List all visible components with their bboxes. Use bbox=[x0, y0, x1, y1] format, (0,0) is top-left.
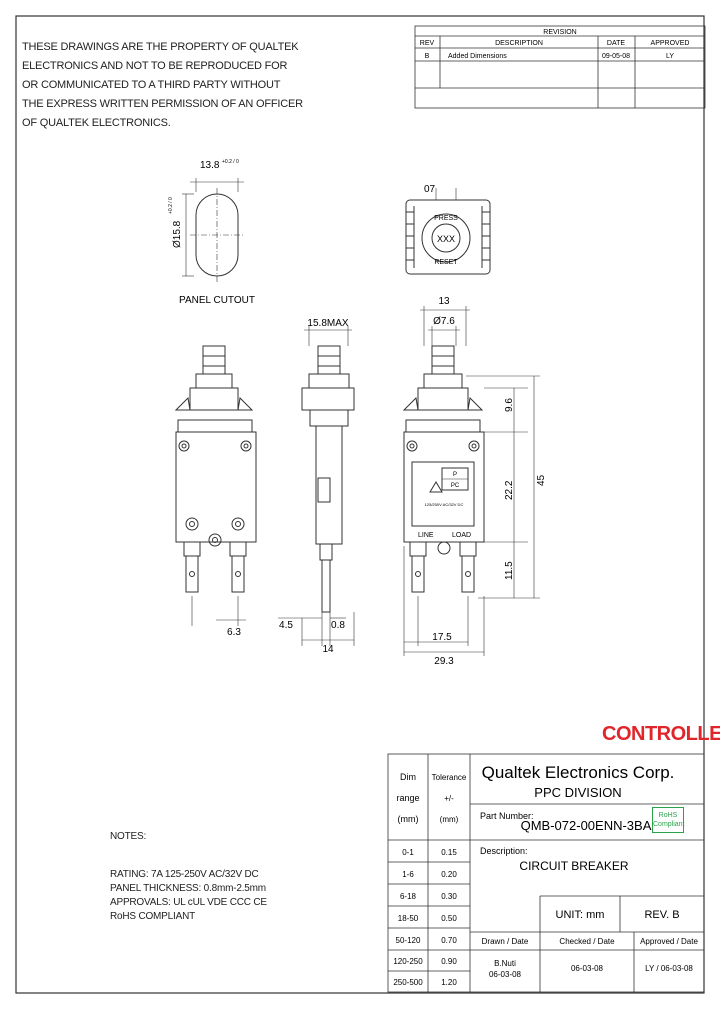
sheet-border bbox=[15, 15, 705, 994]
note-item: PANEL THICKNESS: 0.8mm-2.5mm bbox=[110, 883, 266, 894]
max-width: 15.8MAX bbox=[307, 318, 348, 329]
company-name: Qualtek Electronics Corp. bbox=[482, 763, 675, 782]
panel-cutout-label: PANEL CUTOUT bbox=[179, 295, 255, 306]
label-rating: 125/250V AC/32V DC bbox=[425, 502, 464, 507]
tolerance-table: 0-1 0.15 1-6 0.20 6-18 0.30 18-50 0.50 5… bbox=[393, 848, 457, 987]
button-text-bottom: RESET bbox=[434, 259, 458, 266]
tol-range: 0-1 bbox=[402, 848, 414, 857]
revision-table bbox=[414, 25, 706, 109]
tol-value: 1.20 bbox=[441, 978, 457, 987]
dim-9-6: 9.6 bbox=[504, 398, 515, 412]
tol-value: 0.70 bbox=[441, 936, 457, 945]
description-value: CIRCUIT BREAKER bbox=[519, 859, 628, 873]
dim-header-line: range bbox=[396, 793, 419, 803]
division-name: PPC DIVISION bbox=[534, 785, 621, 800]
dim-14: 14 bbox=[322, 644, 334, 655]
label-load: LOAD bbox=[452, 532, 471, 539]
note-item: RoHS COMPLIANT bbox=[110, 911, 195, 922]
tol-value: 0.90 bbox=[441, 957, 457, 966]
tol-header-line: (mm) bbox=[440, 815, 459, 824]
description-header: DESCRIPTION bbox=[495, 40, 543, 47]
notice-line: THESE DRAWINGS ARE THE PROPERTY OF QUALT… bbox=[22, 41, 299, 53]
tol-range: 18-50 bbox=[398, 914, 419, 923]
dim-4-5: 4.5 bbox=[279, 620, 293, 631]
labeled-view bbox=[402, 306, 540, 656]
cutout-width-tol: +0.2 / 0 bbox=[222, 159, 239, 165]
rohs-line: Compliant bbox=[653, 821, 685, 828]
cutout-height: Ø15.8 bbox=[172, 220, 183, 248]
tol-value: 0.30 bbox=[441, 892, 457, 901]
dim-6-3: 6.3 bbox=[227, 627, 241, 638]
notes-block: NOTES: RATING: 7A 125-250V AC/32V DC PAN… bbox=[110, 830, 267, 924]
title-block bbox=[387, 753, 705, 993]
tol-value: 0.20 bbox=[441, 870, 457, 879]
cutout-height-tol: +0.2 / 0 bbox=[168, 197, 174, 214]
tol-range: 250-500 bbox=[393, 978, 423, 987]
dim-29-3: 29.3 bbox=[434, 656, 454, 667]
cutout-width: 13.8 bbox=[200, 160, 220, 171]
approved-label: Approved / Date bbox=[640, 937, 698, 946]
drawn-date: 06-03-08 bbox=[489, 970, 522, 979]
tol-range: 120-250 bbox=[393, 957, 423, 966]
dim-header-line: Dim bbox=[400, 772, 416, 782]
approved-value: LY / 06-03-08 bbox=[645, 964, 693, 973]
dim-11-5: 11.5 bbox=[504, 561, 515, 580]
label-line: LINE bbox=[418, 532, 434, 539]
description-cell: Added Dimensions bbox=[448, 53, 507, 60]
description-label: Description: bbox=[480, 846, 528, 856]
label-p2: PC bbox=[451, 483, 460, 489]
tol-range: 1-6 bbox=[402, 870, 414, 879]
dim-45: 45 bbox=[536, 474, 547, 486]
tol-value: 0.50 bbox=[441, 914, 457, 923]
dim-header-line: (mm) bbox=[398, 814, 419, 824]
checked-date: 06-03-08 bbox=[571, 964, 604, 973]
rohs-badge: RoHS Compliant bbox=[652, 807, 685, 833]
button-text-mid: XXX bbox=[437, 234, 455, 244]
tol-header-line: +/- bbox=[444, 794, 454, 803]
tol-range: 6-18 bbox=[400, 892, 417, 901]
part-number-label: Part Number: bbox=[480, 811, 534, 821]
controlled-stamp: CONTROLLED bbox=[602, 723, 720, 745]
front-view bbox=[174, 345, 257, 626]
approved-cell: LY bbox=[666, 53, 674, 60]
rev-cell: B bbox=[425, 53, 430, 60]
dim-17-5: 17.5 bbox=[432, 632, 452, 643]
note-item: RATING: 7A 125-250V AC/32V DC bbox=[110, 869, 259, 880]
note-item: APPROVALS: UL cUL VDE CCC CE bbox=[110, 897, 267, 908]
dim-7-6: Ø7.6 bbox=[433, 316, 455, 327]
dim-13: 13 bbox=[438, 296, 450, 307]
unit: UNIT: mm bbox=[556, 909, 605, 921]
tol-value: 0.15 bbox=[441, 848, 457, 857]
top-dim: 07 bbox=[424, 184, 436, 195]
dim-22-2: 22.2 bbox=[504, 480, 515, 500]
panel-cutout bbox=[182, 178, 244, 282]
revision-value: REV. B bbox=[644, 909, 679, 921]
tol-range: 50-120 bbox=[396, 936, 421, 945]
proprietary-notice: THESE DRAWINGS ARE THE PROPERTY OF QUALT… bbox=[22, 38, 303, 133]
notice-line: ELECTRONICS AND NOT TO BE REPRODUCED FOR bbox=[22, 60, 288, 72]
revision-title: REVISION bbox=[543, 29, 576, 36]
rohs-line: RoHS bbox=[658, 812, 678, 819]
top-view bbox=[405, 188, 491, 275]
part-number: QMB-072-00ENN-3BA bbox=[521, 818, 652, 833]
side-view bbox=[278, 326, 355, 646]
date-cell: 09-05-08 bbox=[602, 53, 630, 60]
button-text-top: PRESS bbox=[434, 215, 458, 222]
label-p1: P bbox=[453, 472, 457, 478]
rev-header: REV bbox=[420, 40, 435, 47]
tol-header-line: Tolerance bbox=[432, 773, 467, 782]
drawn-by: B.Nuti bbox=[494, 959, 516, 968]
drawn-label: Drawn / Date bbox=[482, 937, 529, 946]
date-header: DATE bbox=[607, 40, 625, 47]
notes-title: NOTES: bbox=[110, 831, 147, 842]
checked-label: Checked / Date bbox=[559, 937, 615, 946]
notice-line: OF QUALTEK ELECTRONICS. bbox=[22, 117, 171, 129]
dim-0-8: 0.8 bbox=[331, 620, 345, 631]
notice-line: THE EXPRESS WRITTEN PERMISSION OF AN OFF… bbox=[22, 98, 303, 110]
approved-header: APPROVED bbox=[651, 40, 690, 47]
notice-line: OR COMMUNICATED TO A THIRD PARTY WITHOUT bbox=[22, 79, 281, 91]
